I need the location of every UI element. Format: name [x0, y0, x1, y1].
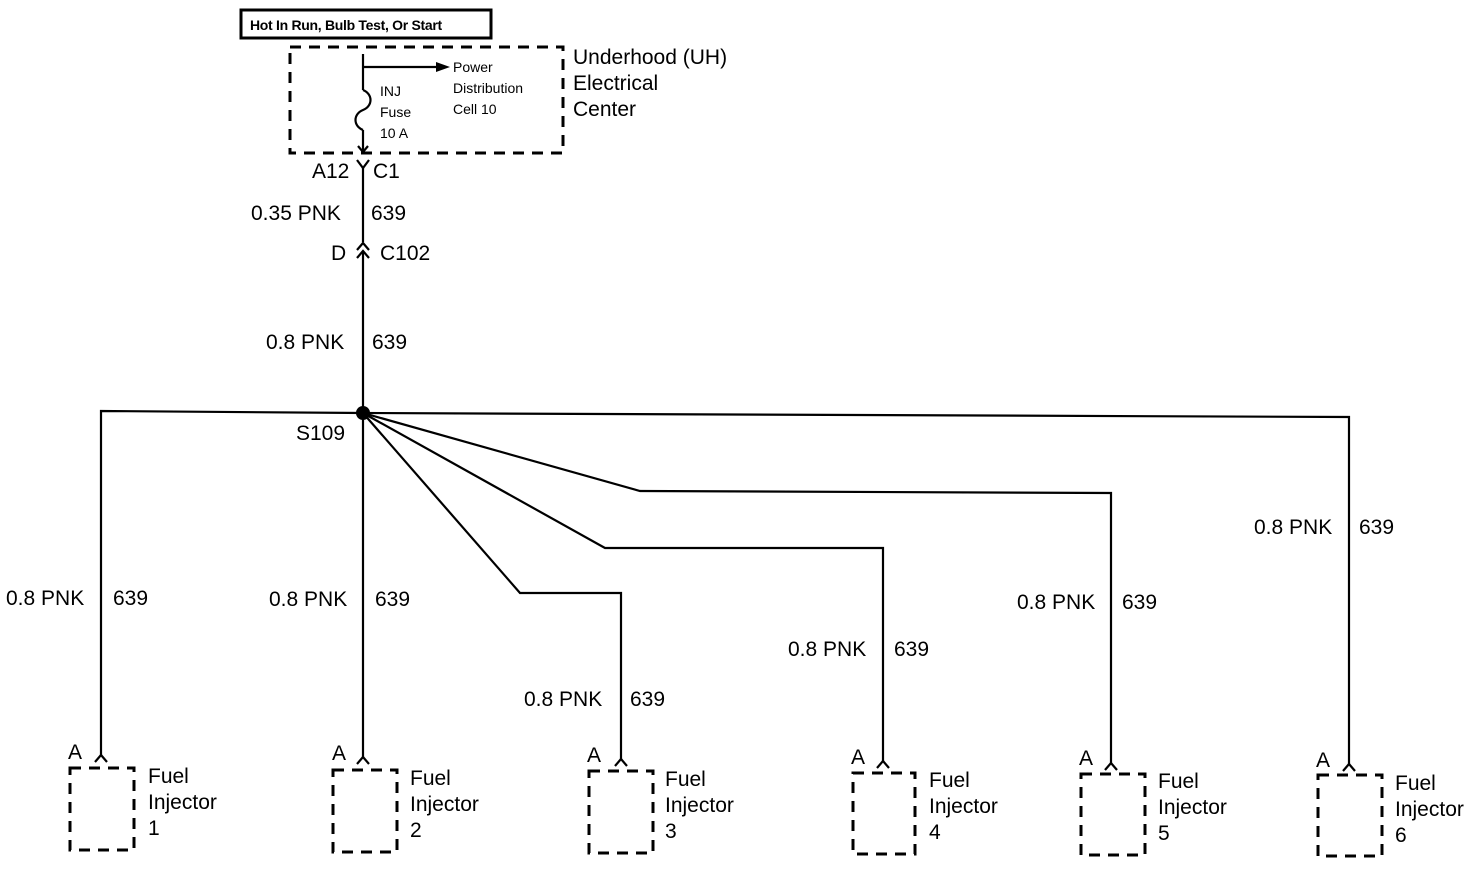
- injector-5-wire-circuit: 639: [1122, 591, 1157, 614]
- injector-5-label-line1: Fuel: [1158, 770, 1199, 793]
- branch-wire-injector-1: [99, 409, 364, 755]
- injector-3-label-line2: Injector: [665, 794, 734, 817]
- branch-wire-injector-6: [362, 411, 1351, 764]
- injector-5-number: 5: [1158, 822, 1170, 845]
- power-condition-label: Hot In Run, Bulb Test, Or Start: [250, 17, 443, 33]
- injector-2-label-line1: Fuel: [410, 767, 451, 790]
- branch-wire-labels: 0.8 PNK 639 0.8 PNK 639 0.8 PNK 639 0.8 …: [6, 516, 1394, 711]
- connector-c102-upper-chevron-icon: [356, 241, 370, 251]
- wire-main-circuit: 639: [372, 331, 407, 354]
- injector-2-label-line2: Injector: [410, 793, 479, 816]
- fuel-injector-4: A Fuel Injector 4: [851, 746, 998, 856]
- branch-wire-injector-3: [362, 412, 623, 759]
- fuse-label-line2: Fuse: [380, 104, 411, 120]
- injector-5-connector-icon: [1104, 761, 1118, 771]
- injector-3-box: [587, 769, 655, 855]
- injector-1-wire-gauge-color: 0.8 PNK: [6, 587, 84, 610]
- injector-5-wire-gauge-color: 0.8 PNK: [1017, 591, 1095, 614]
- wire-main-gauge-color: 0.8 PNK: [266, 331, 344, 354]
- injector-6-wire-gauge-color: 0.8 PNK: [1254, 516, 1332, 539]
- pdc-arrow-icon: [436, 62, 450, 72]
- injector-3-connector-icon: [614, 757, 628, 767]
- wire-upper-gauge-color: 0.35 PNK: [251, 202, 341, 225]
- injector-4-wire-circuit: 639: [894, 638, 929, 661]
- connector-c102-pin: D: [331, 242, 346, 265]
- connector-c102-name: C102: [380, 242, 430, 265]
- injector-3-number: 3: [665, 820, 677, 843]
- splice-s109-label: S109: [296, 422, 345, 445]
- fuse-label-line3: 10 A: [380, 125, 409, 141]
- injector-2-wire-circuit: 639: [375, 588, 410, 611]
- connector-c1-icon: [356, 159, 370, 170]
- injector-1-number: 1: [148, 817, 160, 840]
- uh-center-name-line3: Center: [573, 98, 636, 121]
- pdc-label-line2: Distribution: [453, 80, 523, 96]
- injector-4-number: 4: [929, 821, 941, 844]
- injector-1-box: [68, 766, 136, 852]
- injector-5-pin: A: [1079, 747, 1093, 770]
- injector-4-label-line1: Fuel: [929, 769, 970, 792]
- injector-4-box: [851, 771, 917, 856]
- injector-4-label-line2: Injector: [929, 795, 998, 818]
- wire-upper-circuit: 639: [371, 202, 406, 225]
- injector-6-number: 6: [1395, 824, 1407, 847]
- connector-c1-pin: A12: [312, 160, 349, 183]
- fuel-injector-6: A Fuel Injector 6: [1316, 749, 1464, 858]
- injector-1-pin: A: [68, 741, 82, 764]
- uh-center-name-line1: Underhood (UH): [573, 46, 727, 69]
- injector-4-wire-gauge-color: 0.8 PNK: [788, 638, 866, 661]
- power-condition-box: Hot In Run, Bulb Test, Or Start: [239, 8, 493, 40]
- injector-5-label-line2: Injector: [1158, 796, 1227, 819]
- injector-6-label-line1: Fuel: [1395, 772, 1436, 795]
- branch-wire-injector-4: [362, 412, 885, 761]
- injector-2-wire-gauge-color: 0.8 PNK: [269, 588, 347, 611]
- injector-3-wire-gauge-color: 0.8 PNK: [524, 688, 602, 711]
- fuse-output-arrow-icon: [357, 145, 369, 154]
- pdc-label-line1: Power: [453, 59, 493, 75]
- injector-6-pin: A: [1316, 749, 1330, 772]
- pdc-label-line3: Cell 10: [453, 101, 497, 117]
- injector-2-connector-icon: [356, 755, 370, 765]
- injector-4-connector-icon: [876, 759, 890, 769]
- injector-3-pin: A: [587, 744, 601, 767]
- connector-c1: A12 C1: [312, 159, 400, 183]
- fuel-injector-1: A Fuel Injector 1: [68, 741, 217, 852]
- splice-s109-dot: [356, 406, 370, 420]
- branch-wire-injector-5: [362, 411, 1113, 763]
- injector-1-wire-circuit: 639: [113, 587, 148, 610]
- connector-c1-name: C1: [373, 160, 400, 183]
- injector-6-box: [1316, 773, 1384, 858]
- injector-1-connector-icon: [94, 753, 108, 763]
- connector-c102: D C102: [331, 241, 430, 265]
- injector-6-connector-icon: [1342, 762, 1356, 772]
- injector-3-label-line1: Fuel: [665, 768, 706, 791]
- injector-2-pin: A: [332, 742, 346, 765]
- injector-2-box: [331, 768, 399, 854]
- branch-wires: [99, 409, 1351, 764]
- fuse-label-line1: INJ: [380, 83, 401, 99]
- injector-1-label-line2: Injector: [148, 791, 217, 814]
- injector-6-label-line2: Injector: [1395, 798, 1464, 821]
- underhood-electrical-center: Underhood (UH) Electrical Center Power D…: [288, 45, 727, 155]
- fuel-injector-5: A Fuel Injector 5: [1079, 747, 1227, 857]
- injector-2-number: 2: [410, 819, 422, 842]
- injector-1-label-line1: Fuel: [148, 765, 189, 788]
- injector-6-wire-circuit: 639: [1359, 516, 1394, 539]
- injector-3-wire-circuit: 639: [630, 688, 665, 711]
- fuel-injector-2: A Fuel Injector 2: [331, 742, 479, 854]
- fuel-injector-3: A Fuel Injector 3: [587, 744, 734, 855]
- injector-5-box: [1079, 772, 1147, 857]
- injector-4-pin: A: [851, 746, 865, 769]
- uh-center-name-line2: Electrical: [573, 72, 658, 95]
- fuse-icon: [354, 88, 372, 132]
